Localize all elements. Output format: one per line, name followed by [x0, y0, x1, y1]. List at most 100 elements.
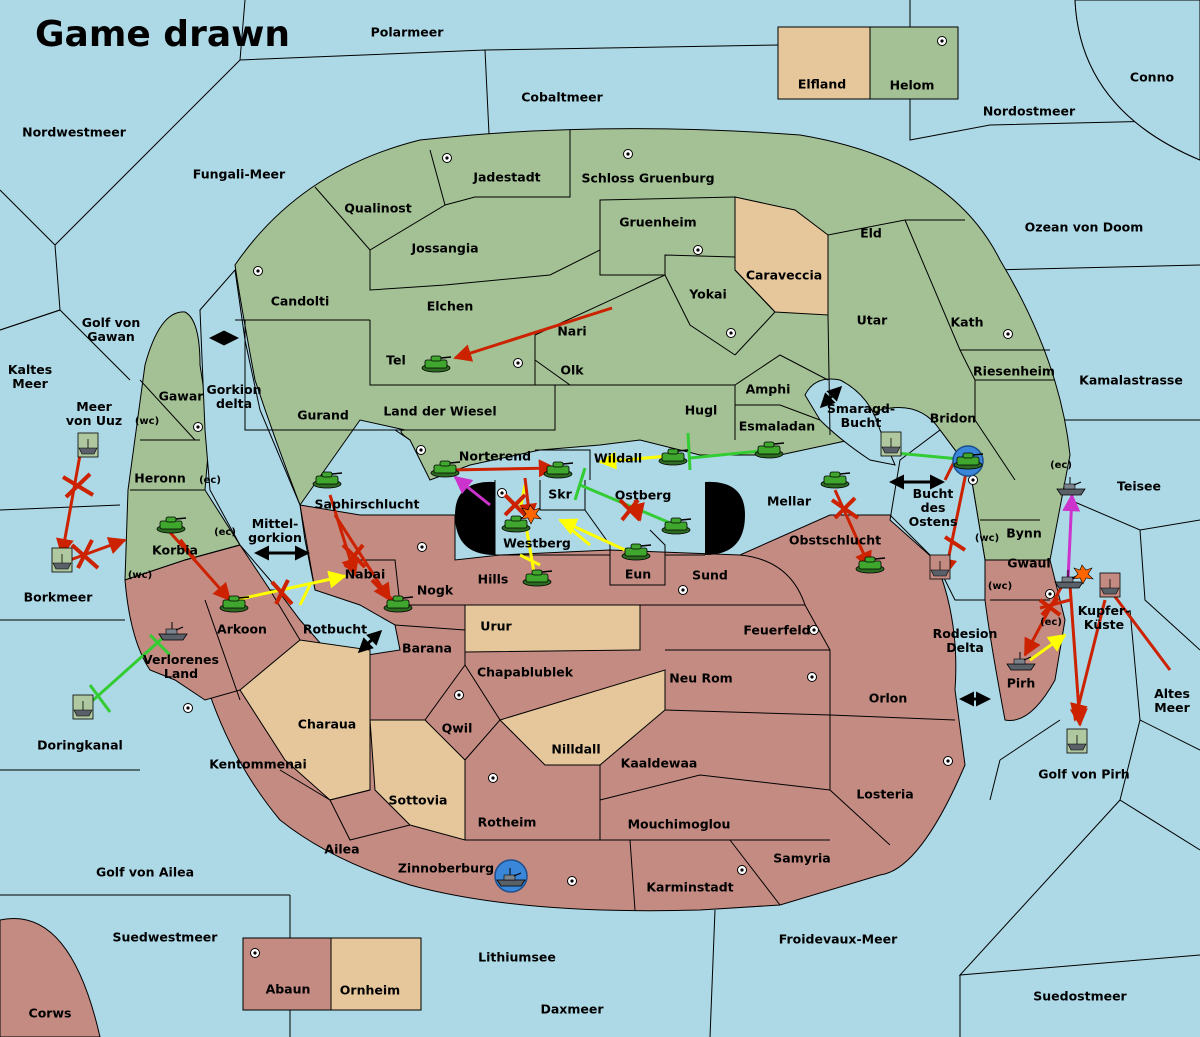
adjacency-arrows	[209, 330, 991, 707]
ship-icon	[77, 432, 99, 458]
label-kupferkueste: Kupfer-Küste	[1078, 603, 1131, 632]
dislodged-markers	[494, 445, 984, 893]
ship-icon	[929, 554, 951, 580]
label-obstschlucht: Obstschlucht	[789, 533, 881, 548]
failed-markers	[61, 472, 1062, 617]
label-riesenheim: Riesenheim	[973, 364, 1055, 379]
label-kaaldewaa: Kaaldewaa	[621, 756, 698, 771]
label-sund: Sund	[692, 568, 728, 583]
label-kamalastrasse: Kamalastrasse	[1079, 373, 1183, 388]
province-borders	[130, 130, 1055, 911]
label-esmaladan: Esmaladan	[739, 419, 815, 434]
label-froidevaux-meer: Froidevaux-Meer	[779, 932, 898, 947]
label-kath: Kath	[951, 315, 984, 330]
label-urur: Urur	[480, 619, 512, 634]
label-wildall: Wildall	[594, 451, 642, 466]
label-norterend: Norterend	[459, 449, 531, 464]
label-tel: Tel	[386, 353, 406, 368]
label-schloss-gruenburg: Schloss Gruenburg	[581, 171, 714, 186]
explosion-icon	[520, 504, 1094, 585]
label-utar: Utar	[857, 313, 889, 328]
label-ornheim: Ornheim	[340, 983, 400, 998]
label-land-der-wiesel: Land der Wiesel	[383, 404, 496, 419]
label-nari: Nari	[557, 324, 586, 339]
label-polarmeer: Polarmeer	[371, 25, 445, 40]
label-rotbucht: Rotbucht	[303, 622, 367, 637]
coast-marker: (wc)	[988, 581, 1012, 592]
label-qualinost: Qualinost	[344, 201, 411, 216]
label-candolti: Candolti	[271, 294, 330, 309]
label-teisee: Teisee	[1117, 479, 1161, 494]
label-amphi: Amphi	[746, 382, 791, 397]
label-ozean-von-doom: Ozean von Doom	[1025, 220, 1144, 235]
conno-sea-fill	[1074, 0, 1200, 161]
label-sottovia: Sottovia	[389, 793, 448, 808]
label-pirh: Pirh	[1007, 676, 1036, 691]
label-losteria: Losteria	[856, 787, 913, 802]
coast-marker: (ec)	[1040, 617, 1062, 628]
label-bynn: Bynn	[1006, 526, 1041, 541]
label-smaragd-bucht: Smaragd-Bucht	[827, 401, 895, 430]
label-nordostmeer: Nordostmeer	[983, 104, 1076, 119]
label-olk: Olk	[560, 363, 584, 378]
label-ostberg: Ostberg	[615, 488, 672, 503]
label-lithiumsee: Lithiumsee	[478, 950, 556, 965]
label-jossangia: Jossangia	[410, 241, 478, 256]
label-nilldall: Nilldall	[551, 742, 600, 757]
label-suedostmeer: Suedostmeer	[1033, 989, 1127, 1004]
game-status-title: Game drawn	[35, 14, 290, 55]
label-gwaul: Gwaul	[1007, 556, 1050, 571]
nilldall-land	[499, 669, 666, 766]
label-conno: Conno	[1130, 70, 1175, 85]
label-mellar: Mellar	[767, 494, 812, 509]
coast-marker: (wc)	[135, 416, 159, 427]
label-doringkanal: Doringkanal	[37, 738, 123, 753]
ornheim-box	[330, 937, 422, 1011]
label-bridon: Bridon	[930, 411, 976, 426]
label-westberg: Westberg	[503, 536, 571, 551]
label-daxmeer: Daxmeer	[540, 1002, 604, 1017]
label-orlon: Orlon	[869, 691, 908, 706]
label-saphirschlucht: Saphirschlucht	[315, 497, 420, 512]
ship-icon	[1099, 572, 1121, 598]
label-charaua: Charaua	[298, 717, 356, 732]
label-abaun: Abaun	[266, 982, 311, 997]
label-nogk: Nogk	[417, 583, 454, 598]
label-elfland: Elfland	[798, 77, 846, 92]
label-golf-von-pirh: Golf von Pirh	[1038, 767, 1129, 782]
label-mouchimoglou: Mouchimoglou	[628, 817, 731, 832]
label-hills: Hills	[478, 572, 509, 587]
label-hugl: Hugl	[685, 403, 718, 418]
label-corws: Corws	[29, 1006, 72, 1021]
green-ring	[234, 128, 1071, 561]
label-korbia: Korbia	[152, 543, 198, 558]
center-pass-right	[705, 481, 745, 555]
hold-orders	[234, 451, 1067, 662]
label-nabai: Nabai	[345, 567, 386, 582]
label-gurand: Gurand	[297, 408, 349, 423]
coast-marker: (ec)	[214, 527, 236, 538]
coast-marker: (ec)	[1050, 460, 1072, 471]
label-skr: Skr	[548, 487, 572, 502]
label-feuerfeld: Feuerfeld	[743, 623, 810, 638]
coast-marker: (wc)	[128, 570, 152, 581]
ship-icon	[51, 547, 73, 573]
label-eun: Eun	[625, 567, 651, 582]
territory-labels: Polarmeer Cobaltmeer Elfland Helom Conno…	[8, 25, 1191, 1021]
ship-icon	[880, 431, 902, 457]
label-nordwestmeer: Nordwestmeer	[22, 125, 127, 140]
tank-icon	[543, 461, 574, 479]
west-island-green	[124, 311, 241, 581]
label-arkoon: Arkoon	[217, 622, 267, 637]
coast-marker: (ec)	[199, 475, 221, 486]
move-orders	[56, 306, 1172, 727]
label-ailea: Ailea	[324, 842, 359, 857]
label-mittelgorkion: Mittel-gorkion	[248, 516, 302, 545]
